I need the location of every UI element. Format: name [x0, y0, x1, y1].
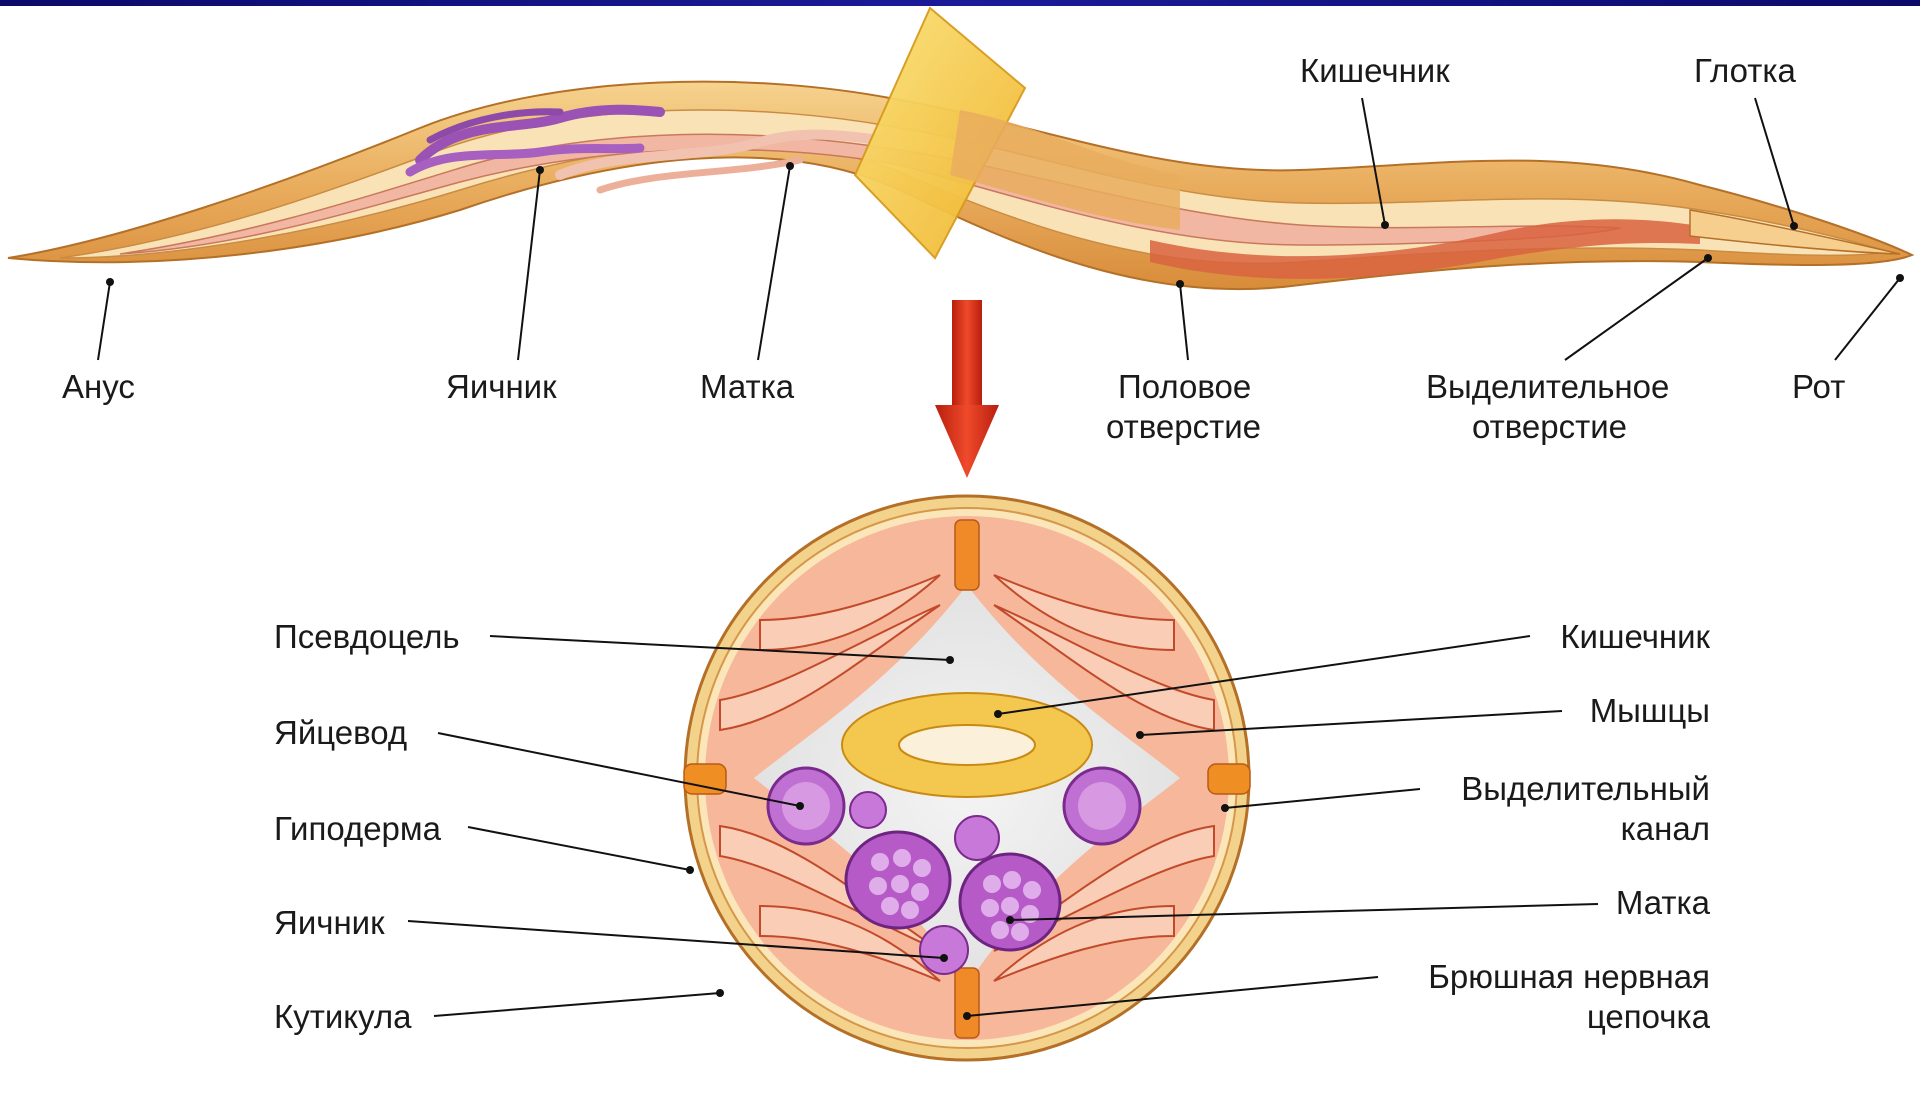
- section-arrow: [935, 300, 999, 478]
- label-ovary-top: Яичник: [446, 368, 557, 405]
- label-muscles: Мышцы: [1590, 692, 1710, 729]
- label-intestine-top: Кишечник: [1300, 52, 1450, 89]
- label-genital-opening-2: отверстие: [1106, 408, 1261, 445]
- label-cuticle: Кутикула: [274, 998, 412, 1035]
- label-uterus-top: Матка: [700, 368, 795, 405]
- label-oviduct: Яйцевод: [274, 714, 407, 751]
- label-nerve-cord-1: Брюшная нервная: [1428, 958, 1710, 995]
- cross-section: [684, 496, 1250, 1060]
- label-nerve-cord-2: цепочка: [1587, 998, 1711, 1035]
- label-pharynx: Глотка: [1694, 52, 1797, 89]
- label-pseudocoel: Псевдоцель: [274, 618, 460, 655]
- label-ovary-section: Яичник: [274, 904, 385, 941]
- label-excretory-opening-1: Выделительное: [1426, 368, 1669, 405]
- label-uterus-section: Матка: [1616, 884, 1711, 921]
- label-excretory-canal-2: канал: [1621, 810, 1710, 847]
- label-excretory-opening-2: отверстие: [1472, 408, 1627, 445]
- label-anus: Анус: [62, 368, 135, 405]
- label-hypodermis: Гиподерма: [274, 810, 442, 847]
- label-genital-opening-1: Половое: [1118, 368, 1251, 405]
- label-intestine-section: Кишечник: [1560, 618, 1710, 655]
- label-mouth: Рот: [1792, 368, 1845, 405]
- label-excretory-canal-1: Выделительный: [1461, 770, 1710, 807]
